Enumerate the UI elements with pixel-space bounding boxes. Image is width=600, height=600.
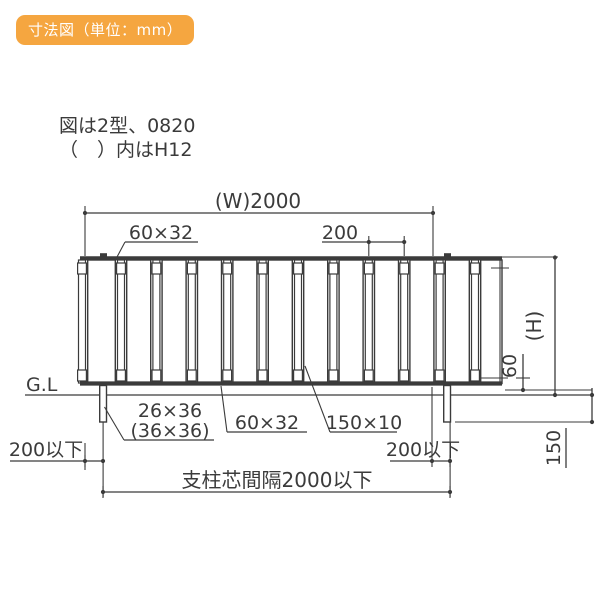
label-bottom-rail-height: 60 bbox=[499, 354, 521, 378]
fence-member bbox=[444, 259, 470, 385]
post-stubs bbox=[98, 384, 452, 423]
bottom-rail-height-dimension bbox=[505, 354, 592, 393]
fence-member bbox=[364, 259, 373, 384]
fence-member bbox=[267, 259, 293, 385]
post-spacing-dimension bbox=[100, 422, 453, 498]
fence-member bbox=[222, 369, 233, 382]
note-line-1: 図は2型、0820 bbox=[59, 115, 196, 137]
label-post-spacing: 支柱芯間隔2000以下 bbox=[182, 468, 373, 492]
height-dimension-lines bbox=[481, 255, 558, 398]
fence-member bbox=[152, 259, 161, 384]
label-width-dim: (W)2000 bbox=[215, 189, 301, 213]
fence-member bbox=[161, 259, 187, 385]
slat-section-leader bbox=[304, 365, 397, 433]
fence-member bbox=[232, 259, 258, 385]
pitch-dimension-lines bbox=[322, 236, 407, 256]
fence-member bbox=[187, 259, 196, 384]
bottom-rail-leader bbox=[220, 385, 307, 433]
fence-member bbox=[125, 259, 152, 385]
title-badge: 寸法図（単位：mm） bbox=[16, 15, 195, 45]
label-ground-line: G.L bbox=[26, 374, 58, 396]
fence-member bbox=[151, 369, 162, 382]
fence-rails bbox=[80, 256, 502, 386]
fence-member bbox=[399, 369, 410, 382]
label-height-dim: (H) bbox=[522, 311, 546, 342]
fence-member bbox=[470, 262, 481, 275]
fence-member bbox=[196, 259, 223, 385]
label-bottom-rail-section: 60×32 bbox=[235, 412, 299, 434]
fence-member bbox=[328, 262, 339, 275]
fence-member bbox=[399, 262, 410, 275]
label-slat-section: 150×10 bbox=[326, 412, 402, 434]
note-line-2: （ ）内はH12 bbox=[59, 139, 193, 161]
fence-member bbox=[338, 259, 364, 385]
fence-member bbox=[409, 259, 435, 385]
fence-member bbox=[86, 259, 116, 385]
fence-member bbox=[223, 259, 232, 384]
post-caps bbox=[100, 253, 451, 258]
label-post-section: 26×36 bbox=[138, 400, 202, 422]
fence-member bbox=[303, 259, 329, 385]
fence-member bbox=[400, 259, 409, 384]
fence-member bbox=[116, 259, 126, 384]
fence-member bbox=[363, 262, 374, 275]
top-rail-leader bbox=[116, 241, 198, 258]
fence-member bbox=[328, 369, 339, 382]
label-offset-right: 200以下 bbox=[386, 439, 460, 461]
drawing-notes: 図は2型、0820 （ ）内はH12 bbox=[59, 114, 195, 162]
width-dimension-lines bbox=[82, 206, 436, 256]
label-embed-depth: 150 bbox=[543, 430, 565, 466]
fence-member bbox=[222, 262, 233, 275]
label-post-section-h12: (36×36) bbox=[130, 420, 209, 442]
fence-member bbox=[470, 259, 480, 384]
offset-left-dimension bbox=[10, 443, 106, 470]
fence-member bbox=[434, 369, 445, 382]
fence-member bbox=[470, 369, 481, 382]
fence-member bbox=[186, 369, 197, 382]
fence-member bbox=[257, 369, 268, 382]
fence-member bbox=[258, 259, 267, 384]
label-slat-pitch: 200 bbox=[322, 222, 358, 244]
fence-panel bbox=[76, 259, 503, 385]
fence-member bbox=[373, 259, 400, 385]
fence-member bbox=[115, 262, 126, 275]
fence-member bbox=[77, 259, 87, 384]
fence-member bbox=[293, 369, 304, 382]
fence-member bbox=[329, 259, 338, 384]
fence-member bbox=[435, 259, 444, 384]
fence-member bbox=[293, 262, 304, 275]
post-section-leader bbox=[104, 406, 214, 441]
label-offset-left: 200以下 bbox=[9, 439, 83, 461]
fence-member bbox=[257, 262, 268, 275]
fence-member bbox=[151, 262, 162, 275]
fence-member bbox=[115, 369, 126, 382]
fence-member bbox=[434, 262, 445, 275]
label-top-rail-section: 60×32 bbox=[129, 222, 193, 244]
fence-member bbox=[363, 369, 374, 382]
fence-member bbox=[293, 259, 303, 384]
fence-member bbox=[76, 369, 87, 382]
fence-member bbox=[76, 262, 87, 275]
embed-depth-dimension bbox=[455, 388, 595, 468]
fence-member bbox=[186, 262, 197, 275]
